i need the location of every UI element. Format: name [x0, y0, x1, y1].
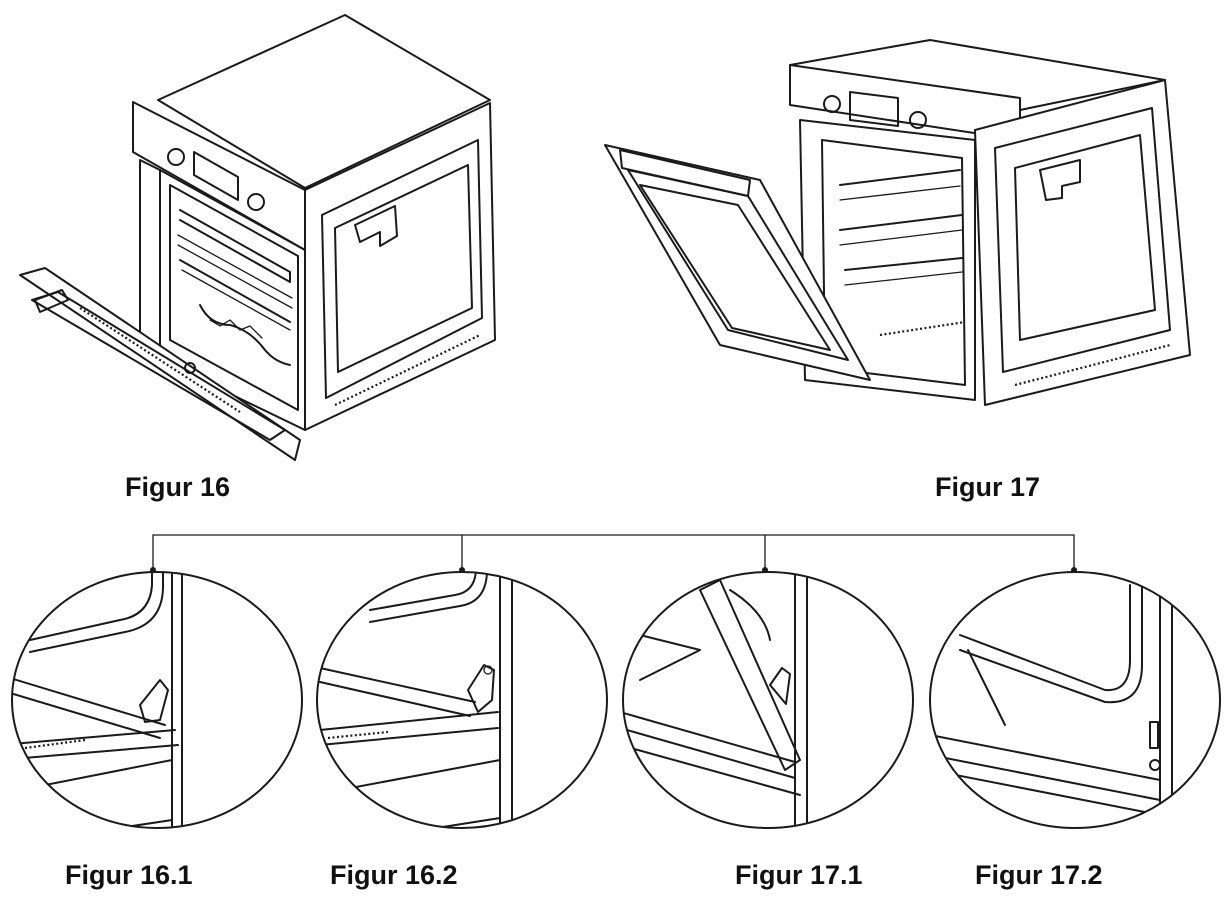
door-vents [79, 307, 241, 413]
door-handle [619, 149, 751, 197]
caption-figur-16: Figur 16 [125, 472, 231, 502]
bottom-element [879, 320, 966, 337]
left-knob-icon [823, 95, 841, 113]
detail-circle-16-2 [316, 571, 608, 829]
caption-figur-17: Figur 17 [935, 472, 1041, 502]
detail-circle-17-2 [929, 571, 1221, 829]
oven-rack-top [839, 169, 961, 186]
oven-door-half-open [604, 144, 871, 381]
hinge-pin-icon [1149, 759, 1161, 771]
detail-circle-17-1 [622, 571, 914, 829]
heating-element [199, 304, 291, 366]
caption-figur-17-1: Figur 17.1 [735, 860, 863, 890]
right-knob-icon [247, 193, 265, 211]
oven-rack-middle [179, 259, 291, 323]
oven-cavity-frame [159, 169, 306, 431]
caption-figur-16-2: Figur 16.2 [330, 860, 458, 890]
oven-top-panel [157, 14, 491, 189]
oven-side-panel [974, 79, 1191, 406]
detail-connector [150, 534, 1077, 573]
mount-bracket-icon [1039, 159, 1081, 201]
caption-figur-17-2: Figur 17.2 [975, 860, 1103, 890]
oven-cavity [821, 139, 966, 386]
oven-door-open [19, 267, 301, 461]
hinge-icon [769, 667, 791, 705]
right-knob-icon [909, 111, 927, 129]
hinge-slot-icon [1149, 721, 1159, 749]
oven-rack-middle [839, 214, 963, 231]
caption-figur-16-1: Figur 16.1 [65, 860, 193, 890]
left-knob-icon [167, 148, 185, 166]
oven-illustration-fig16 [19, 14, 496, 461]
door-handle [34, 289, 69, 313]
oven-illustration-fig17 [604, 39, 1191, 406]
display-icon [849, 91, 899, 127]
mount-bracket-icon [354, 205, 398, 247]
oven-rack-bottom [844, 257, 963, 271]
hinge-icon [139, 679, 169, 723]
display-icon [193, 151, 239, 201]
oven-cavity [169, 184, 299, 411]
hinge-lever-icon [467, 664, 495, 713]
oven-rack-top [179, 209, 291, 283]
detail-circle-16-1 [11, 571, 303, 829]
door-edge-tilted [699, 579, 801, 771]
hinge-icon [184, 362, 196, 374]
